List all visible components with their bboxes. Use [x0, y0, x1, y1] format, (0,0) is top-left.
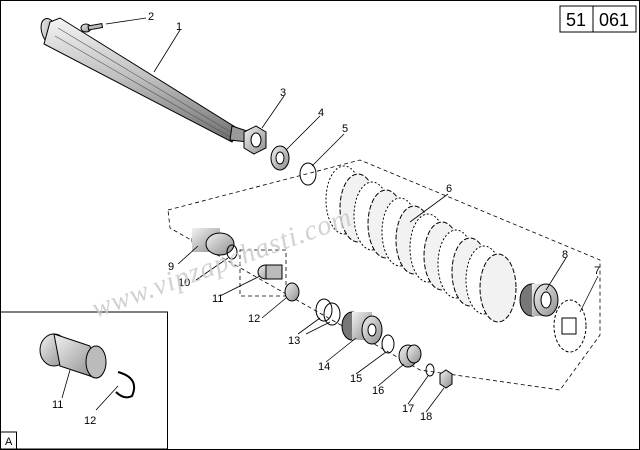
callout-16: 16 — [372, 385, 384, 397]
clutch-disc-stack — [325, 165, 517, 323]
callout-6: 6 — [446, 183, 452, 195]
detail-callout-12: 12 — [84, 415, 96, 427]
callout-18: 18 — [420, 411, 432, 423]
detail-callout-11: 11 — [52, 399, 63, 411]
bearing-part — [519, 283, 559, 317]
hex-nut-part — [243, 125, 267, 155]
shaft-part — [40, 17, 251, 143]
callout-7: 7 — [594, 265, 600, 277]
callout-1: 1 — [176, 21, 182, 33]
callout-10: 10 — [178, 277, 190, 289]
callout-12: 12 — [248, 313, 260, 325]
end-nut-part — [439, 369, 453, 389]
roller-bearing-part — [398, 344, 422, 368]
callout-8: 8 — [562, 249, 568, 261]
piston-part — [341, 311, 383, 345]
group-number: 51 — [566, 10, 586, 30]
detail-reference-box — [239, 249, 287, 297]
page-number-box: 51 061 — [559, 5, 637, 33]
seal-rings-part — [315, 298, 341, 326]
detail-view-label: A — [5, 436, 13, 448]
callout-13: 13 — [288, 335, 300, 347]
o-ring-part — [226, 244, 238, 260]
washer-part — [270, 145, 290, 171]
detail-view-a: A 11 12 — [0, 311, 168, 450]
snap-ring-part — [299, 162, 317, 186]
callout-9: 9 — [168, 261, 174, 273]
retaining-ring-part — [381, 334, 395, 354]
leader-lines — [105, 17, 599, 413]
callout-labels: 1 2 3 4 5 6 7 8 9 10 11 12 13 14 15 16 1… — [148, 11, 600, 423]
callout-5: 5 — [342, 123, 348, 135]
lock-washer-part — [425, 363, 435, 377]
small-sleeve-part — [257, 264, 283, 280]
page-number: 061 — [599, 10, 629, 30]
clutch-disc — [479, 253, 517, 323]
callout-11: 11 — [212, 293, 223, 305]
ring-part — [284, 282, 300, 302]
screw-part — [80, 22, 104, 33]
callout-2: 2 — [148, 11, 154, 23]
callout-15: 15 — [350, 373, 362, 385]
callout-17: 17 — [402, 403, 414, 415]
gear-part — [553, 299, 587, 353]
callout-14: 14 — [318, 361, 330, 373]
callout-4: 4 — [318, 107, 324, 119]
callout-3: 3 — [280, 87, 286, 99]
